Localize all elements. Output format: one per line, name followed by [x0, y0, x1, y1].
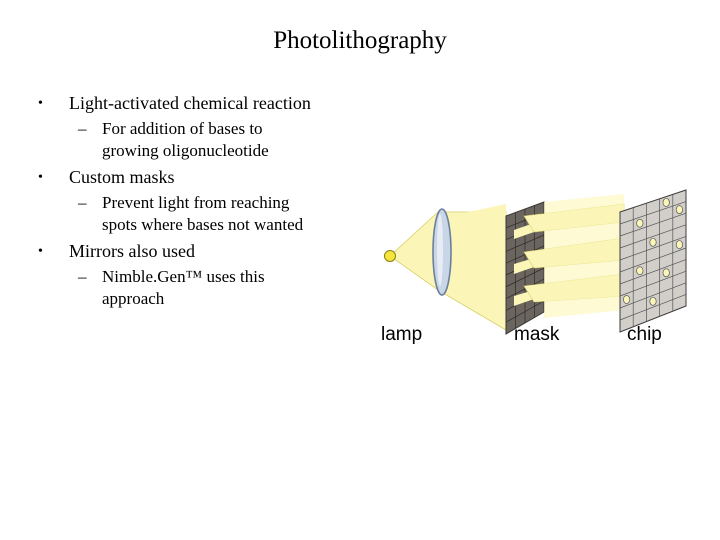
grid-line: [619, 259, 687, 285]
light-beam-fade: [544, 194, 624, 318]
grid-line: [505, 300, 545, 323]
lens-highlight: [437, 214, 443, 286]
bullet-text: Mirrors also used: [69, 241, 195, 261]
bullet-text: Custom masks: [69, 167, 175, 187]
chip-grid: [619, 194, 687, 327]
grid-line: [505, 245, 545, 264]
grid-line: [619, 270, 687, 297]
chip-label: chip: [627, 324, 662, 345]
sub-bullet-line: growing oligonucleotide: [102, 141, 269, 160]
chip-spot: [636, 266, 644, 276]
chip-spot: [623, 295, 631, 304]
chip-spot: [649, 296, 657, 306]
mask-label: mask: [514, 324, 560, 345]
light-beams: [523, 194, 625, 318]
lamp-label: lamp: [381, 324, 423, 345]
grid-line: [619, 224, 687, 249]
chip-spot: [662, 198, 670, 207]
bullet-text: Light-activated chemical reaction: [69, 93, 311, 113]
mask-opening: [514, 223, 534, 239]
chip-spot: [675, 240, 683, 249]
sub-bullet-line: Nimble.Gen™ uses this: [102, 267, 265, 286]
grid-line: [505, 267, 545, 288]
sub-bullet-marker: –: [78, 267, 87, 286]
chip-spots: [623, 198, 683, 306]
chip-spot: [649, 237, 657, 247]
slide-title: Photolithography: [273, 27, 447, 54]
grid-line: [619, 236, 687, 261]
grid-line: [619, 282, 687, 309]
grid-line: [505, 278, 545, 299]
grid-line: [619, 212, 687, 237]
sub-bullet-marker: –: [78, 193, 87, 212]
chip-spot: [675, 205, 683, 215]
chip: [619, 189, 687, 333]
grid-line: [619, 294, 687, 321]
chip-spot: [662, 268, 670, 278]
sub-bullet-line: spots where bases not wanted: [102, 215, 304, 234]
lamp-bulb: [384, 250, 396, 262]
sub-bullet-marker: –: [78, 119, 87, 138]
mask-opening: [514, 258, 534, 274]
grid-line: [619, 201, 687, 225]
light-column-top: [440, 204, 506, 248]
chip-spot: [636, 218, 644, 228]
grid-line: [505, 234, 545, 252]
chip-panel: [619, 189, 687, 333]
grid-line: [619, 247, 687, 273]
bullet-marker: •: [38, 96, 43, 111]
sub-bullet-line: approach: [102, 289, 165, 308]
sub-bullet-line: Prevent light from reaching: [102, 193, 290, 212]
light-cone-lamp: [389, 211, 439, 291]
photolithography-diagram: [384, 189, 687, 335]
sub-bullet-line: For addition of bases to: [102, 119, 263, 138]
bullet-marker: •: [38, 170, 43, 185]
bullet-marker: •: [38, 244, 43, 259]
